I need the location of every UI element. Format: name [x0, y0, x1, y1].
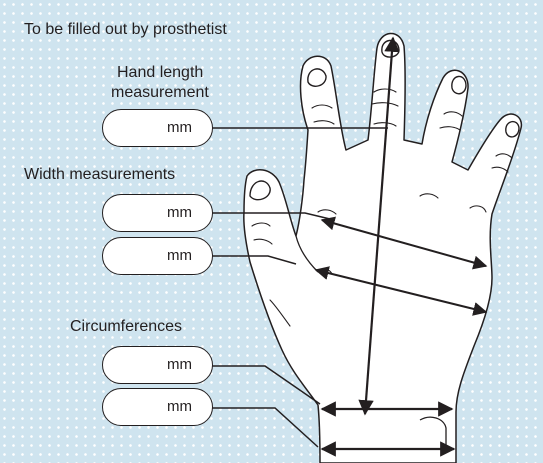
circumference-unit-2: mm — [167, 398, 192, 416]
hand-length-field[interactable]: mm — [102, 109, 213, 147]
width-label: Width measurements — [24, 166, 175, 184]
hand-length-label-line1: Hand length — [117, 64, 203, 82]
circumference-unit-1: mm — [167, 356, 192, 374]
width-unit-2: mm — [167, 247, 192, 265]
header-text: To be filled out by prosthetist — [24, 21, 227, 39]
width-field-2[interactable]: mm — [102, 237, 213, 275]
width-field-1[interactable]: mm — [102, 194, 213, 232]
width-unit-1: mm — [167, 204, 192, 222]
circumference-field-2[interactable]: mm — [102, 388, 213, 426]
hand-length-unit: mm — [167, 119, 192, 137]
circumference-field-1[interactable]: mm — [102, 346, 213, 384]
circumference-label: Circumferences — [70, 318, 182, 336]
hand-length-label-line2: measurement — [111, 84, 209, 102]
hand-outline — [244, 33, 522, 463]
